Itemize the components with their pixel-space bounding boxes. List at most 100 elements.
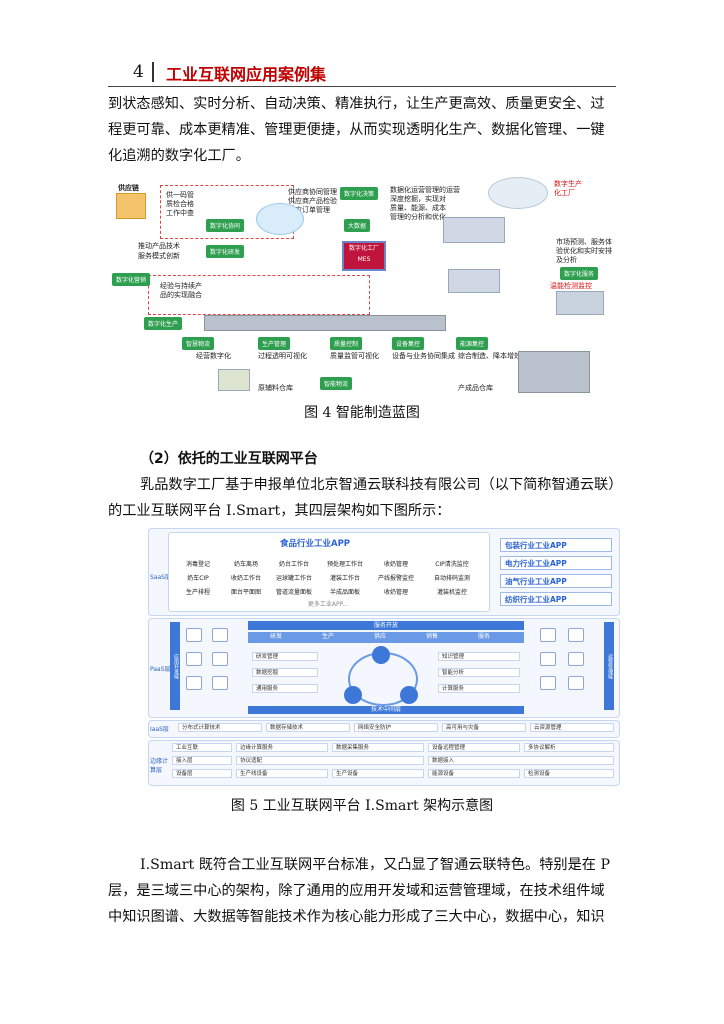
big-data-tag: 大数据 bbox=[344, 219, 371, 232]
digital-rnd-tag: 数字化研发 bbox=[206, 245, 245, 258]
food-app-panel bbox=[168, 532, 490, 612]
edge-r2-c2: 协议适配 bbox=[236, 756, 424, 765]
warehouse-tag: 智能物流 bbox=[320, 377, 353, 390]
saas-r3-c5: 收奶管理 bbox=[383, 589, 408, 596]
saas-r2-c6: 自动排码监测 bbox=[433, 575, 470, 582]
right-desc-4: 管理的分析和优化 bbox=[390, 213, 446, 221]
edge-r3-c2: 生产线设备 bbox=[236, 769, 328, 778]
paas-top-bar: 服务开放 bbox=[248, 621, 524, 630]
paas-right-item-1: 知识管理 bbox=[438, 652, 520, 661]
saas-r2-c5: 产线报警监控 bbox=[377, 575, 414, 582]
paragraph-1-line-2: 程更可靠、成本更精准、管理更便捷，从而实现透明化生产、数据化管理、一键 bbox=[108, 122, 605, 138]
header-rule bbox=[108, 86, 616, 87]
edge-layer-label: 边缘计算层 bbox=[150, 758, 169, 774]
figure-5-caption: 图 5 工业互联网平台 I.Smart 架构示意图 bbox=[230, 798, 494, 814]
process-box-5: 能源集控 bbox=[456, 337, 489, 350]
new-factory-1: 数字生产 bbox=[554, 180, 582, 188]
right-desc-1: 数据化运营管理的运营 bbox=[390, 186, 460, 194]
saas-r2-c4: 灌装工作台 bbox=[329, 575, 360, 582]
display-icon bbox=[212, 676, 228, 690]
cloud-icon-small bbox=[212, 628, 228, 642]
figure-5-ismart-architecture: SaaS层 食品行业工业APP 消毒登记 奶车离场 奶台工作台 预处理工作台 收… bbox=[148, 528, 620, 786]
paas-right-item-3: 计算服务 bbox=[438, 684, 520, 693]
edge-r3-c3: 生产设备 bbox=[332, 769, 424, 778]
other-app-3: 油气行业工业APP bbox=[500, 574, 612, 588]
bottom-bullet-1: 经营数字化 bbox=[196, 352, 231, 360]
iaas-item-1: 分布式计算技术 bbox=[178, 723, 262, 732]
right-desc-2: 深度挖掘，实现对 bbox=[390, 195, 446, 203]
paas-tab-1: 研发 bbox=[269, 633, 282, 640]
other-app-2: 电力行业工业APP bbox=[500, 556, 612, 570]
other-app-1: 包装行业工业APP bbox=[500, 538, 612, 552]
saas-r1-c6: CIP清洗监控 bbox=[435, 561, 469, 568]
saas-r3-c1: 生产排程 bbox=[185, 589, 210, 596]
paragraph-2-line-1: 乳品数字工厂基于申报单位北京智通云联科技有限公司（以下简称智通云联） bbox=[140, 477, 623, 493]
market-text-1: 市场预测、服务体 bbox=[556, 238, 612, 246]
process-box-2: 生产管理 bbox=[258, 337, 291, 350]
production-line bbox=[204, 315, 446, 331]
paragraph-3-line-2: 层，是三域三中心的架构，除了通用的应用开发域和运营管理域，在技术组件域 bbox=[108, 883, 605, 899]
env-monitor-label: 温能检测监控 bbox=[550, 282, 592, 290]
digital-cooperate-tag: 数字化协同 bbox=[206, 219, 245, 232]
digital-sales-tag: 数字化营销 bbox=[112, 273, 151, 286]
new-factory-2: 化工厂 bbox=[554, 189, 575, 197]
saas-r1-c2: 奶车离场 bbox=[233, 561, 258, 568]
edge-r1-c4: 设备远程管理 bbox=[428, 743, 520, 752]
saas-r2-c1: 奶车CIP bbox=[187, 575, 209, 582]
edge-r3-c4: 能源设备 bbox=[428, 769, 520, 778]
grid-icon bbox=[540, 628, 556, 642]
production-tag: 数字化生产 bbox=[144, 317, 183, 330]
edge-r1-c1: 工业互联 bbox=[172, 743, 232, 752]
rnd-text-1: 推动产品技术 bbox=[138, 242, 180, 250]
paragraph-1-line-3: 化追溯的数字化工厂。 bbox=[108, 148, 250, 164]
edge-r1-c5: 多协议解析 bbox=[524, 743, 614, 752]
paas-bottom-bar: 技术中间层 bbox=[248, 706, 524, 714]
saas-r3-c4: 半成品面板 bbox=[329, 589, 360, 596]
bottom-bullet-4: 设备与业务协同集成 bbox=[392, 352, 455, 360]
section-2-heading: （2）依托的工业互联网平台 bbox=[140, 451, 318, 467]
heart-icon bbox=[568, 628, 584, 642]
paas-layer-label: PaaS层 bbox=[150, 666, 171, 673]
mes-label: MES bbox=[357, 256, 371, 263]
other-app-4: 纺织行业工业APP bbox=[500, 592, 612, 606]
digital-factory-label: 数字化工厂 bbox=[348, 245, 379, 252]
warehouse-icon bbox=[218, 369, 250, 391]
digital-decision-tag: 数字化决策 bbox=[340, 187, 379, 200]
header-title: 工业互联网应用案例集 bbox=[166, 65, 327, 84]
control-text-1: 经验与持续产 bbox=[160, 282, 202, 290]
rnd-text-2: 服务模式创新 bbox=[138, 252, 180, 260]
right-desc-3: 质量、能源、成本 bbox=[390, 204, 446, 212]
supply-chain-icon bbox=[116, 193, 146, 219]
saas-more: 更多工业APP... bbox=[307, 601, 349, 608]
finished-bottom-label: 产成品仓库 bbox=[458, 384, 493, 392]
saas-r3-c3: 管道流量面板 bbox=[275, 589, 312, 596]
saas-r1-c4: 预处理工作台 bbox=[326, 561, 363, 568]
figure-4-smart-manufacturing-blueprint: 供应链 供一码管 质检合格 工作中查 供应商协同管理 供应商产品检验 供应订单管… bbox=[108, 177, 618, 395]
center-node-top bbox=[372, 646, 390, 664]
market-text-2: 验优化和实时安排 bbox=[556, 247, 612, 255]
supply-chain-label: 供应链 bbox=[118, 184, 139, 192]
saas-layer-label: SaaS层 bbox=[150, 574, 171, 581]
paragraph-3-line-3: 中知识图谱、大数据等智能技术作为核心能力形成了三大中心，数据中心，知识 bbox=[108, 909, 605, 925]
chart-icon bbox=[186, 652, 202, 666]
paas-tab-3: 供应 bbox=[373, 633, 386, 640]
iaas-item-2: 数据存储技术 bbox=[266, 723, 350, 732]
server-icon bbox=[556, 291, 604, 315]
edge-r2-c3: 数据接入 bbox=[428, 756, 614, 765]
paas-tab-2: 生产 bbox=[321, 633, 334, 640]
list2-item-3: 供应订单管理 bbox=[288, 206, 330, 214]
saas-r1-c3: 奶台工作台 bbox=[278, 561, 309, 568]
paas-left-side: 应用开发域 bbox=[170, 622, 180, 710]
process-box-3: 质量控制 bbox=[330, 337, 363, 350]
paas-left-item-3: 通用服务 bbox=[252, 684, 318, 693]
paas-tab-4: 销售 bbox=[425, 633, 438, 640]
list1-item-1: 供一码管 bbox=[166, 191, 194, 199]
paragraph-3-line-1: I.Smart 既符合工业互联网平台标准，又凸显了智通云联特色。特别是在 P bbox=[140, 857, 611, 873]
gear-icon bbox=[540, 652, 556, 666]
list1-item-3: 工作中查 bbox=[166, 209, 194, 217]
saas-r3-c2: 面台平面图 bbox=[230, 589, 261, 596]
iaas-item-5: 云资源管理 bbox=[530, 723, 614, 732]
monitor-icon bbox=[186, 628, 202, 642]
center-node-right bbox=[400, 686, 418, 704]
paas-tab-5: 服务 bbox=[477, 633, 490, 640]
